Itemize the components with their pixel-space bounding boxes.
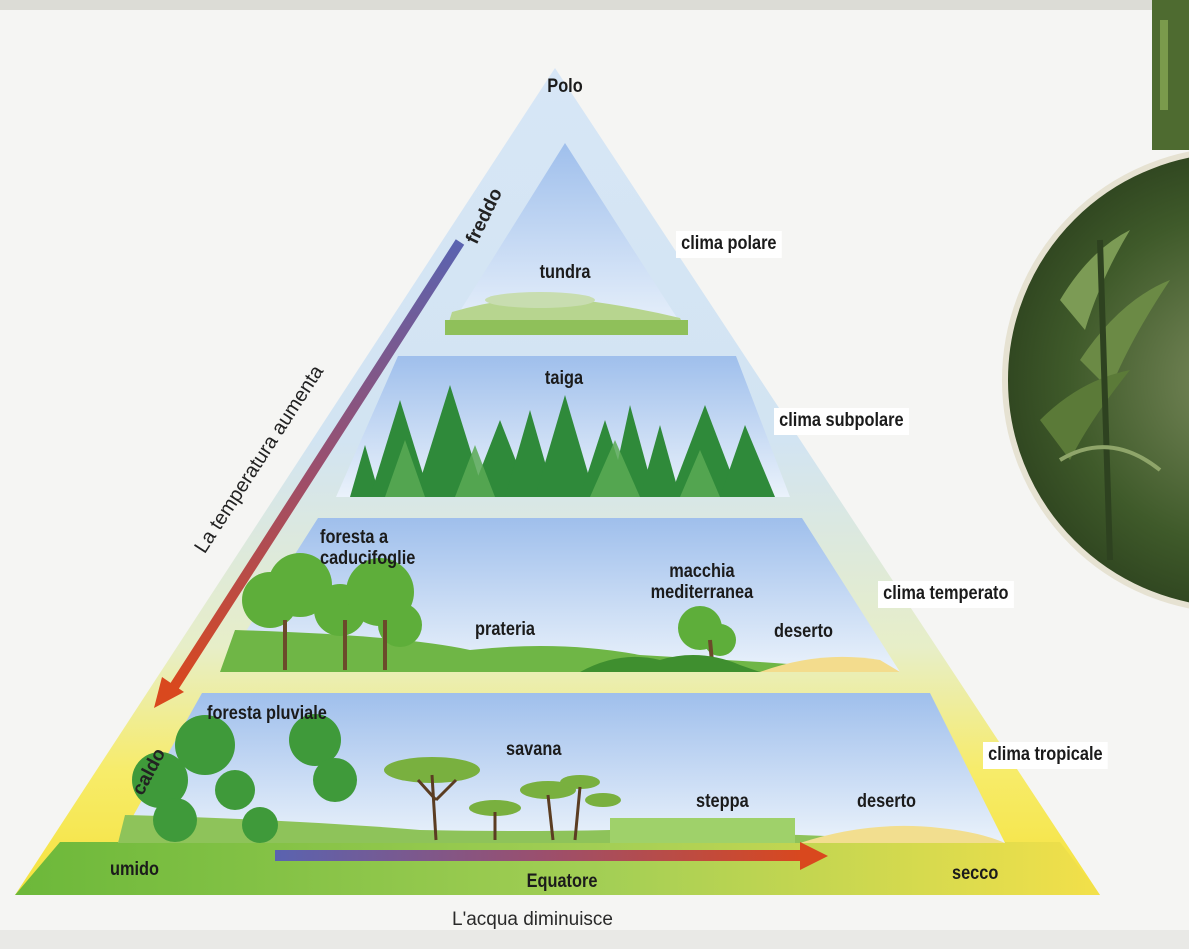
biome-deciduous-forest-label: foresta a caducifoglie: [320, 528, 440, 570]
climate-tropical-label: clima tropicale: [983, 742, 1108, 769]
biome-temperate-desert-label: deserto: [774, 622, 833, 643]
biome-tundra-label: tundra: [540, 263, 591, 284]
equator-label: Equatore: [527, 872, 598, 893]
biome-taiga-label: taiga: [545, 369, 583, 390]
climate-polar-label: clima polare: [676, 231, 782, 258]
biome-prairie-label: prateria: [475, 620, 535, 641]
water-caption: L'acqua diminuisce: [452, 909, 613, 931]
climate-subpolar-label: clima subpolare: [774, 408, 909, 435]
biome-mediterranean-scrub-label: macchia mediterranea: [646, 562, 758, 604]
apex-label: Polo: [547, 77, 582, 98]
climate-temperate-label: clima temperato: [878, 581, 1014, 608]
biome-rainforest-label: foresta pluviale: [207, 704, 327, 725]
biome-savanna-label: savana: [506, 740, 561, 761]
dry-label: secco: [952, 864, 998, 885]
humid-label: umido: [110, 860, 159, 881]
biome-tropical-desert-label: deserto: [857, 792, 916, 813]
biome-steppe-label: steppa: [696, 792, 749, 813]
